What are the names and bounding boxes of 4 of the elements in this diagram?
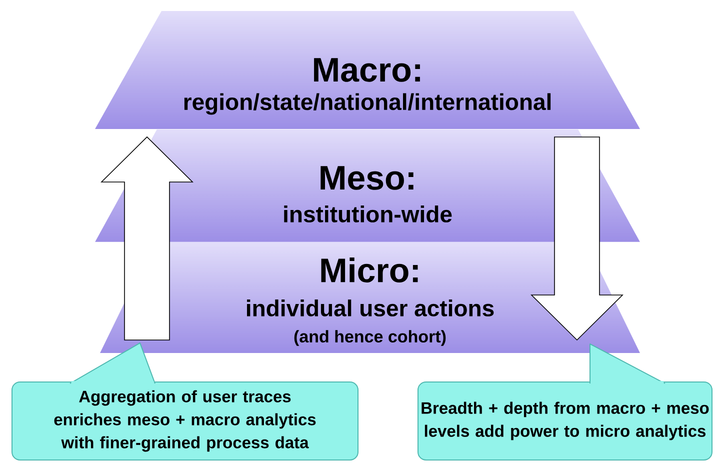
layer-trapezoid: Meso: institution-wide (284, 166, 452, 222)
block-arrow (530, 136, 624, 341)
layer-trapezoid: Macro: region/state/national/international (184, 58, 551, 115)
block-arrow (100, 136, 194, 340)
